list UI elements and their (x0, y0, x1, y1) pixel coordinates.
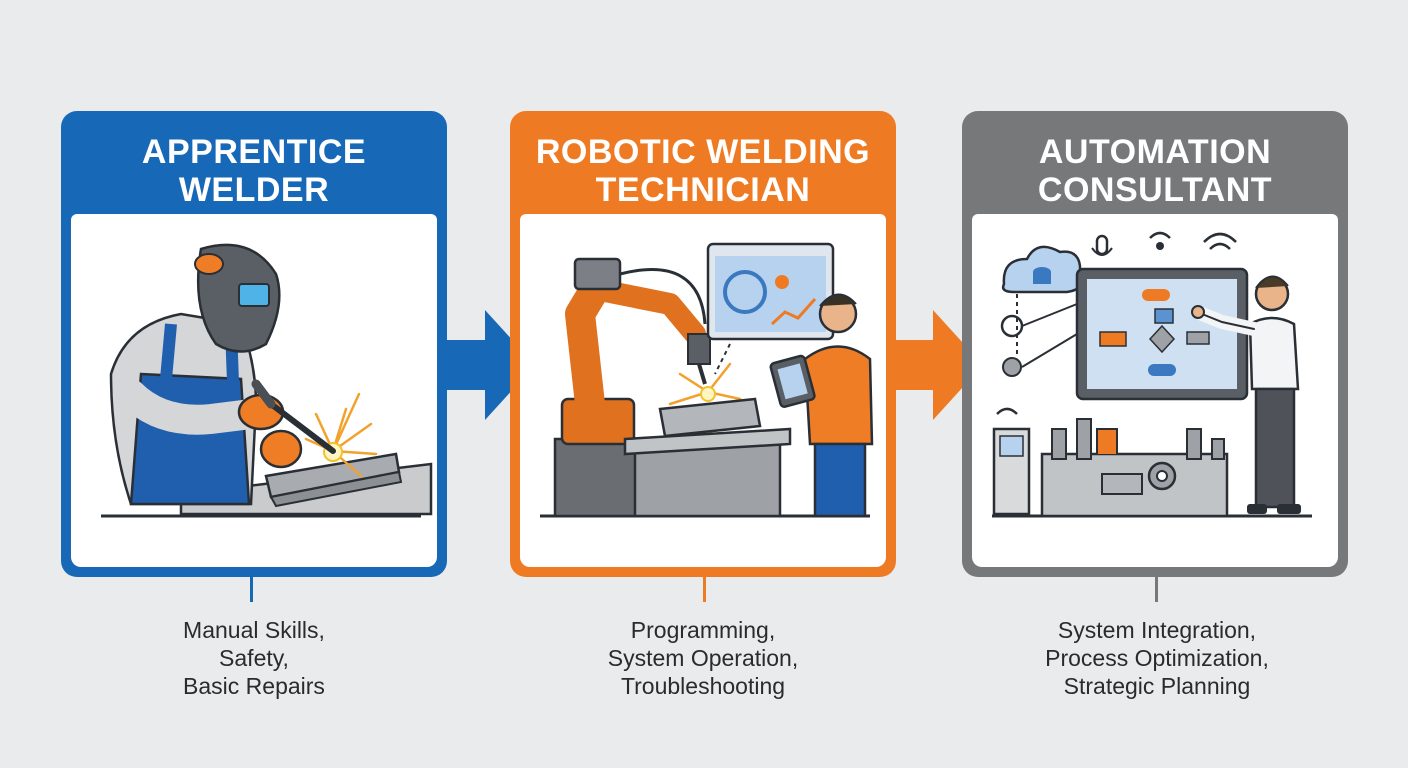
stage-title: ROBOTIC WELDING TECHNICIAN (535, 133, 871, 209)
skill-item: Basic Repairs (183, 673, 325, 699)
skill-item: Programming, (630, 617, 776, 643)
stage-card-robotic-welding-technician: ROBOTIC WELDING TECHNICIAN (510, 111, 896, 577)
robot-arm-icon (540, 242, 874, 518)
skill-item: System Operation, (607, 645, 799, 671)
stage-skills: Manual Skills, Safety, Basic Repairs (104, 616, 404, 700)
skill-item: System Integration, (1057, 617, 1257, 643)
stage-card-automation-consultant: AUTOMATION CONSULTANT (962, 111, 1348, 577)
skill-item: Manual Skills, (183, 617, 325, 643)
arrow-right-icon (888, 310, 983, 420)
stage-connector (250, 577, 253, 602)
skill-item: Process Optimization, (1045, 645, 1269, 671)
stage-connector (1155, 577, 1158, 602)
stage-skills: System Integration, Process Optimization… (1007, 616, 1307, 700)
arrow-right-icon (440, 310, 535, 420)
stage-illustration-panel (972, 214, 1338, 567)
skill-item: Strategic Planning (1063, 673, 1251, 699)
stage-title: AUTOMATION CONSULTANT (1037, 133, 1273, 209)
stage-illustration-panel (520, 214, 886, 567)
stage-connector (703, 577, 706, 602)
stage-skills: Programming, System Operation, Troublesh… (553, 616, 853, 700)
skill-item: Safety, (219, 645, 289, 671)
welder-icon (101, 243, 433, 518)
stage-title: APPRENTICE WELDER (141, 133, 367, 209)
skill-item: Troubleshooting (620, 673, 786, 699)
stage-illustration-panel (71, 214, 437, 567)
consultant-icon (992, 231, 1312, 518)
stage-card-apprentice-welder: APPRENTICE WELDER (61, 111, 447, 577)
